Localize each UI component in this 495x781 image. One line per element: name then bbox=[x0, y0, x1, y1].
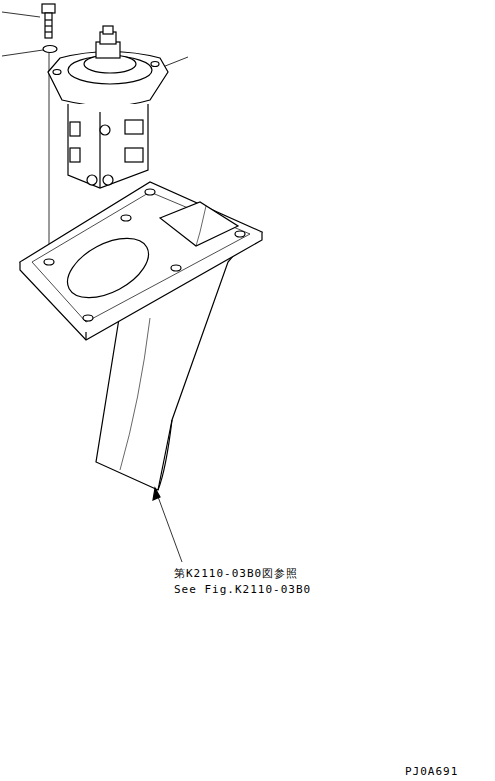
bolt-axis bbox=[49, 53, 50, 262]
leader-line bbox=[2, 12, 40, 17]
leader-line bbox=[2, 50, 43, 56]
mounting-plate bbox=[20, 182, 262, 340]
figure-reference: See Fig.K2110-03B0 bbox=[173, 583, 312, 596]
drawing-number: PJ0A691 bbox=[404, 765, 459, 778]
bolt bbox=[42, 4, 55, 38]
valve bbox=[48, 26, 168, 188]
figure-reference: 第K2110-03B0図参照 bbox=[173, 566, 299, 581]
reference-arrow bbox=[153, 488, 182, 562]
washer bbox=[43, 46, 57, 53]
